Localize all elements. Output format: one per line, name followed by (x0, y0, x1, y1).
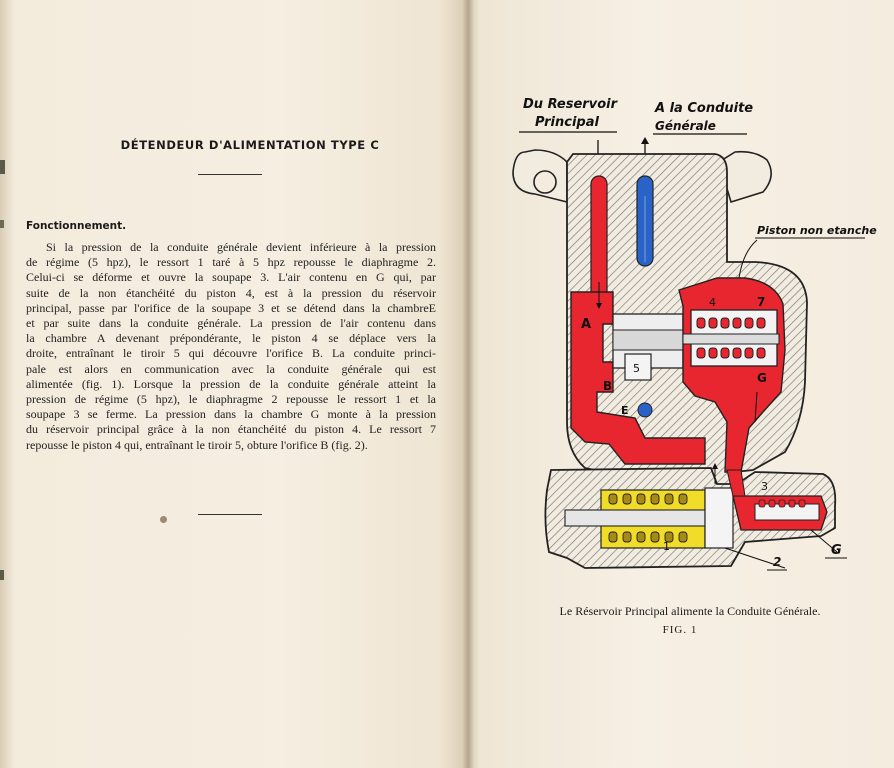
inlet-label-line1: Du Reservoir (523, 97, 619, 112)
text-line: suite de la non étanchéité du piston 4, … (26, 285, 436, 300)
section-heading: Fonctionnement. (26, 220, 127, 232)
label-A: A (581, 317, 591, 332)
text-line: et par suite dans la conduite générale. … (26, 316, 436, 331)
label-G: G (757, 371, 767, 385)
book-gutter (462, 0, 474, 768)
label-E: E (621, 404, 629, 417)
figure-caption: Le Réservoir Principal alimente la Condu… (559, 604, 821, 618)
left-page (0, 0, 468, 768)
inlet-label-line2: Principal (535, 115, 599, 130)
paper-stain (160, 516, 167, 523)
figure-number: FIG. 1 (662, 624, 698, 636)
label-4: 4 (709, 296, 716, 309)
outlet-label-line2: Générale (655, 119, 716, 133)
text-line: droite, entraînant le tiroir 5 qui décou… (26, 346, 436, 361)
text-line: soupape 3 se ferme. La pression dans la … (26, 407, 436, 422)
label-2: 2 (773, 555, 781, 569)
text-line: de régime (5 hpz), le ressort 1 taré à 5… (26, 255, 436, 270)
page-title: DÉTENDEUR D'ALIMENTATION TYPE C (120, 138, 380, 152)
text-line: principal, passe par l'orifice de la sou… (26, 300, 436, 315)
text-line: du réservoir principal grâce à la non ét… (26, 422, 436, 437)
divider-rule (198, 514, 262, 515)
text-line: la chambre A devenant prépondérante, le … (26, 331, 436, 346)
label-G-bottom: G (831, 543, 842, 558)
text-line: alimentée (fig. 1). Lorsque la pression … (26, 376, 436, 391)
label-5: 5 (633, 362, 640, 375)
label-B: B (603, 379, 612, 393)
label-1: 1 (663, 540, 670, 553)
text-line: Si la pression de la conduite générale d… (46, 240, 436, 254)
text-line: repousse le piston 4 qui, entraînant le … (26, 437, 368, 452)
page-edge-marks (0, 160, 5, 580)
text-line: pression de régime (5 hpz), le diaphragm… (26, 392, 436, 407)
valve-cutaway-diagram: Du Reservoir Principal A la Conduite Gén… (512, 97, 877, 571)
text-line: Celui-ci se déforme et ouvre la soupape … (26, 270, 436, 285)
label-3: 3 (761, 480, 768, 493)
text-line: pale est alors en communication avec la … (26, 361, 436, 376)
outlet-label-line1: A la Conduite (654, 101, 753, 116)
body-paragraph: Si la pression de la conduite générale d… (26, 240, 436, 453)
label-7: 7 (757, 295, 765, 309)
piston-label: Piston non etanche (757, 224, 877, 237)
divider-rule (198, 174, 262, 175)
